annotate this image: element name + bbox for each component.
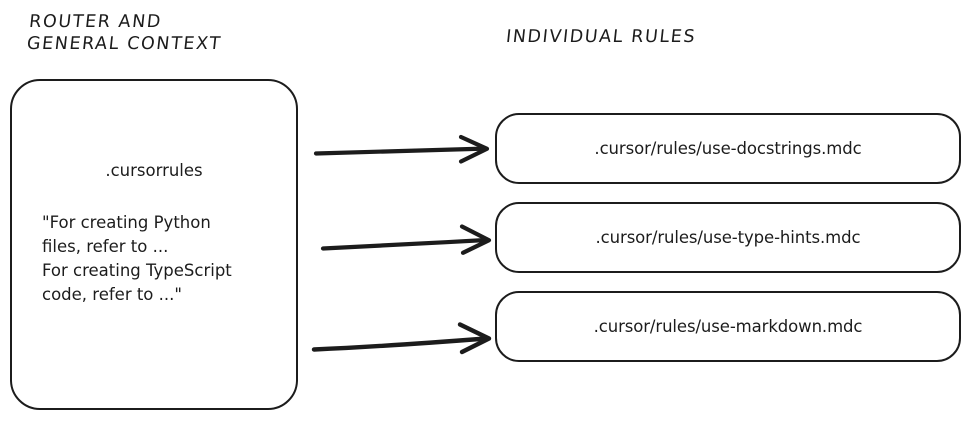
rule-box-use-type-hints[interactable]: .cursor/rules/use-type-hints.mdc: [495, 202, 961, 273]
router-box-title: .cursorrules: [105, 161, 203, 180]
arrow-to-markdown-icon: [311, 322, 492, 355]
rule-box-use-markdown[interactable]: .cursor/rules/use-markdown.mdc: [495, 291, 961, 362]
rule-box-label: .cursor/rules/use-docstrings.mdc: [594, 138, 862, 158]
rule-box-label: .cursor/rules/use-type-hints.mdc: [595, 227, 861, 247]
rule-box-label: .cursor/rules/use-markdown.mdc: [593, 316, 863, 336]
router-box-body-text: "For creating Python files, refer to ...…: [42, 213, 232, 304]
heading-individual-rules: INDIVIDUAL RULES: [504, 27, 698, 47]
rule-box-use-docstrings[interactable]: .cursor/rules/use-docstrings.mdc: [495, 113, 961, 184]
arrow-to-docstrings-icon: [313, 134, 490, 164]
arrow-to-type-hints-icon: [320, 224, 492, 255]
heading-router-and-general-context: ROUTER AND GENERAL CONTEXT: [25, 12, 223, 54]
router-box[interactable]: .cursorrules "For creating Python files,…: [10, 79, 298, 410]
